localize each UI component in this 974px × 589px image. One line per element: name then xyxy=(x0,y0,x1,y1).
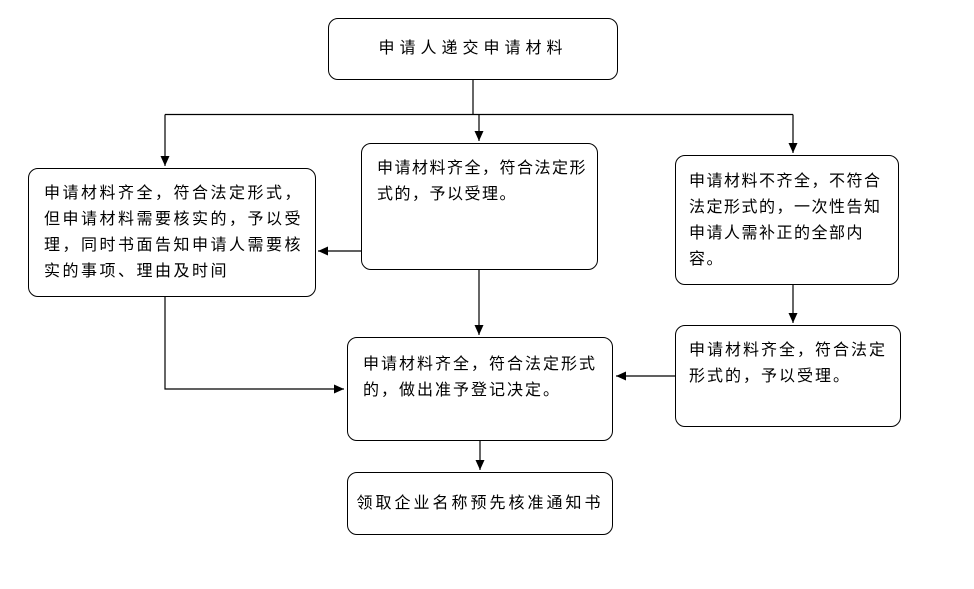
node-incomplete-notify: 申请材料不齐全，不符合 法定形式的，一次性告知 申请人需补正的全部内 容。 xyxy=(675,155,899,285)
node-submit-materials: 申请人递交申请材料 xyxy=(328,18,618,80)
node-accept: 申请材料齐全，符合法定形 式的，予以受理。 xyxy=(361,143,598,270)
node-receive-notice: 领取企业名称预先核准通知书 xyxy=(347,472,613,535)
node-accept-need-verify: 申请材料齐全，符合法定形式， 但申请材料需要核实的，予以受 理，同时书面告知申请… xyxy=(28,168,316,297)
node-approve-decision: 申请材料齐全，符合法定形式 的，做出准予登记决定。 xyxy=(347,337,613,441)
edge-need-verify-to-decision xyxy=(164,297,344,394)
node-accept-corrected: 申请材料齐全，符合法定 形式的，予以受理。 xyxy=(675,325,901,427)
